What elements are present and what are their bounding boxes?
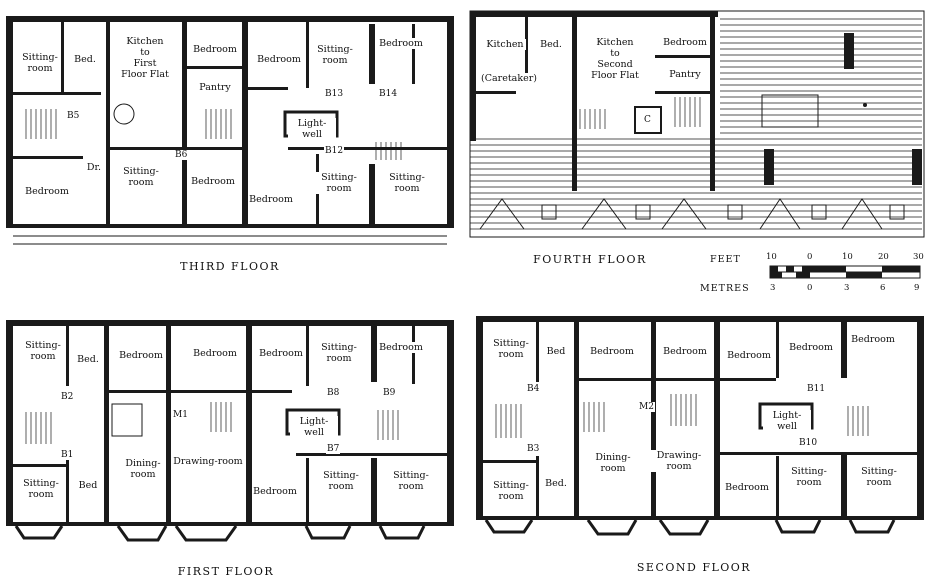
room-label: Bedroom [788,342,834,353]
room-label: (Caretaker) [480,73,538,84]
room-label: Dr. [84,162,104,173]
scale-feet-tick: 10 [842,252,853,262]
fourth-floor-walls [469,10,925,238]
first-floor-walls [6,320,454,542]
room-label: B14 [378,89,399,99]
room-label: B5 [66,111,81,121]
room-label: Bed [74,480,102,491]
room-label: Sitting- room [318,470,364,492]
room-label: B3 [526,444,541,454]
room-label: B9 [382,388,397,398]
room-label: Kitchen to First Floor Flat [116,36,174,80]
room-label: B13 [324,89,345,99]
room-label: Pantry [194,82,236,93]
room-label: B10 [798,438,819,448]
room-label: Sitting- room [388,470,434,492]
fourth-floor-plan: Kitchen Bed. (Caretaker) Kitchen to Seco… [469,9,925,239]
room-label: Sitting- room [20,478,62,500]
fourth-floor-title: FOURTH FLOOR [533,253,647,266]
room-label: Pantry [666,69,704,80]
room-label: Bedroom [190,176,236,187]
room-label: Sitting- room [120,166,162,188]
room-label: B12 [324,146,345,156]
scale-metres-tick: 6 [880,283,886,293]
room-label: Sitting- room [314,44,356,66]
room-label: Bed. [74,354,102,365]
room-label: Bedroom [24,186,70,197]
room-label: B11 [806,384,827,394]
room-label: Bedroom [192,348,238,359]
room-label: M1 [172,410,189,420]
room-label: Sitting- room [20,52,60,74]
third-floor-plan: Sitting- room Bed. Kitchen to First Floo… [6,14,454,246]
room-label: Sitting- room [318,342,360,364]
scale-bar: FEET METRES 10 0 10 20 30 3 0 3 6 9 [700,252,925,297]
room-label: Bedroom [378,342,424,353]
room-label: Drawing-room [644,450,714,472]
light-well-label: Light-well [290,416,338,438]
first-floor-plan: Sitting- room Bed. Bedroom Bedroom Bedro… [6,318,454,546]
scale-metres-tick: 9 [914,283,920,293]
room-label: M2 [638,402,655,412]
scale-metres-tick: 3 [844,283,850,293]
room-label: Bedroom [588,346,636,357]
room-label: Bedroom [118,350,164,361]
scale-ruler [769,265,921,279]
scale-metres-tick: 3 [770,283,776,293]
room-label: Sitting- room [490,338,532,360]
room-label: Bedroom [248,194,294,205]
room-label: Bedroom [662,346,708,357]
scale-feet-tick: 20 [878,252,889,262]
room-label: Bed. [70,54,100,65]
room-label: Sitting- room [856,466,902,488]
room-label: B6 [174,150,189,160]
room-label: C [643,115,652,125]
room-label: Bedroom [724,482,770,493]
room-label: Dining- room [592,452,634,474]
room-label: Bedroom [850,334,896,345]
scale-metres-label: METRES [700,283,750,294]
room-label: Dining- room [122,458,164,480]
third-floor-walls [6,16,454,245]
room-label: Sitting- room [786,466,832,488]
second-floor-title: SECOND FLOOR [636,561,752,574]
room-label: B8 [326,388,341,398]
room-label: Sitting- room [490,480,532,502]
second-floor-plan: Sitting- room Bed Bedroom Bedroom Bedroo… [476,314,924,540]
light-well-label: Light-well [763,410,811,432]
third-floor-title: THIRD FLOOR [180,260,280,273]
light-well-label: Light-well [288,118,336,140]
scale-feet-tick: 30 [913,252,924,262]
room-label: Bed [542,346,570,357]
room-label: Bedroom [726,350,772,361]
room-label: Sitting- room [22,340,64,362]
first-floor-title: FIRST FLOOR [177,565,275,578]
second-floor-walls [476,316,924,536]
room-label: Bedroom [378,38,424,49]
room-label: Bedroom [662,37,708,48]
room-label: Bedroom [256,54,302,65]
scale-feet-tick: 0 [807,252,813,262]
room-label: B2 [60,392,75,402]
room-label: B4 [526,384,541,394]
room-label: Sitting- room [316,172,362,194]
room-label: Drawing-room [172,456,244,467]
room-label: Kitchen [484,39,526,50]
room-label: Kitchen to Second Floor Flat [584,37,646,81]
scale-feet-tick: 10 [766,252,777,262]
room-label: Bedroom [252,486,298,497]
room-label: B1 [60,450,75,460]
room-label: Bedroom [192,44,238,55]
room-label: B7 [326,444,341,454]
room-label: Bed. [542,478,570,489]
room-label: Bed. [536,39,566,50]
scale-metres-tick: 0 [807,283,813,293]
room-label: Bedroom [258,348,304,359]
scale-feet-label: FEET [710,254,741,265]
room-label: Sitting- room [384,172,430,194]
